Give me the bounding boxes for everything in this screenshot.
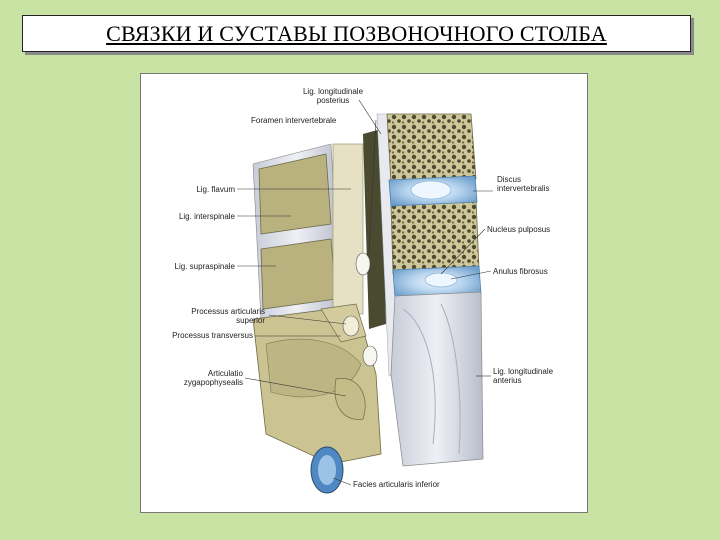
label-lig-flavum: Lig. flavum xyxy=(196,185,235,194)
label-foramen-intervertebrale: Foramen intervertebrale xyxy=(251,116,337,125)
label-line: superior xyxy=(236,316,265,325)
label-line: Lig. longitudinale xyxy=(493,367,554,376)
anatomy-illustration: Lig. longitudinale posterius Foramen int… xyxy=(140,73,588,513)
label-articulatio-zygapophysealis: Articulatio zygapophysealis xyxy=(161,369,243,387)
label-lig-interspinale: Lig. interspinale xyxy=(178,212,235,221)
label-facies-articularis-inferior: Facies articularis inferior xyxy=(353,480,440,489)
label-discus-intervertebralis: Discus intervertebralis xyxy=(497,175,549,193)
label-line: Lig. longitudinale xyxy=(302,87,364,96)
label-lig-longitudinale-anterius: Lig. longitudinale anterius xyxy=(493,367,553,385)
label-line: Processus articularis xyxy=(191,307,265,316)
label-line: anterius xyxy=(493,376,522,385)
slide-title: СВЯЗКИ И СУСТАВЫ ПОЗВОНОЧНОГО СТОЛБА xyxy=(106,20,607,46)
label-line: zygapophysealis xyxy=(183,378,243,387)
label-anulus-fibrosus: Anulus fibrosus xyxy=(493,267,548,276)
label-lig-supraspinale: Lig. supraspinale xyxy=(174,262,235,271)
label-line: Discus xyxy=(497,175,522,184)
spine-drawing xyxy=(237,99,493,494)
label-line: Articulatio xyxy=(207,369,243,378)
label-lig-longitudinale-posterius: Lig. longitudinale posterius xyxy=(299,87,367,105)
label-processus-transversus: Processus transversus xyxy=(172,331,253,340)
title-box: СВЯЗКИ И СУСТАВЫ ПОЗВОНОЧНОГО СТОЛБА xyxy=(22,15,691,52)
label-line: intervertebralis xyxy=(497,184,550,193)
label-line: posterius xyxy=(316,96,350,105)
label-processus-articularis-superior: Processus articularis superior xyxy=(153,307,265,325)
label-nucleus-pulposus: Nucleus pulposus xyxy=(487,225,551,234)
